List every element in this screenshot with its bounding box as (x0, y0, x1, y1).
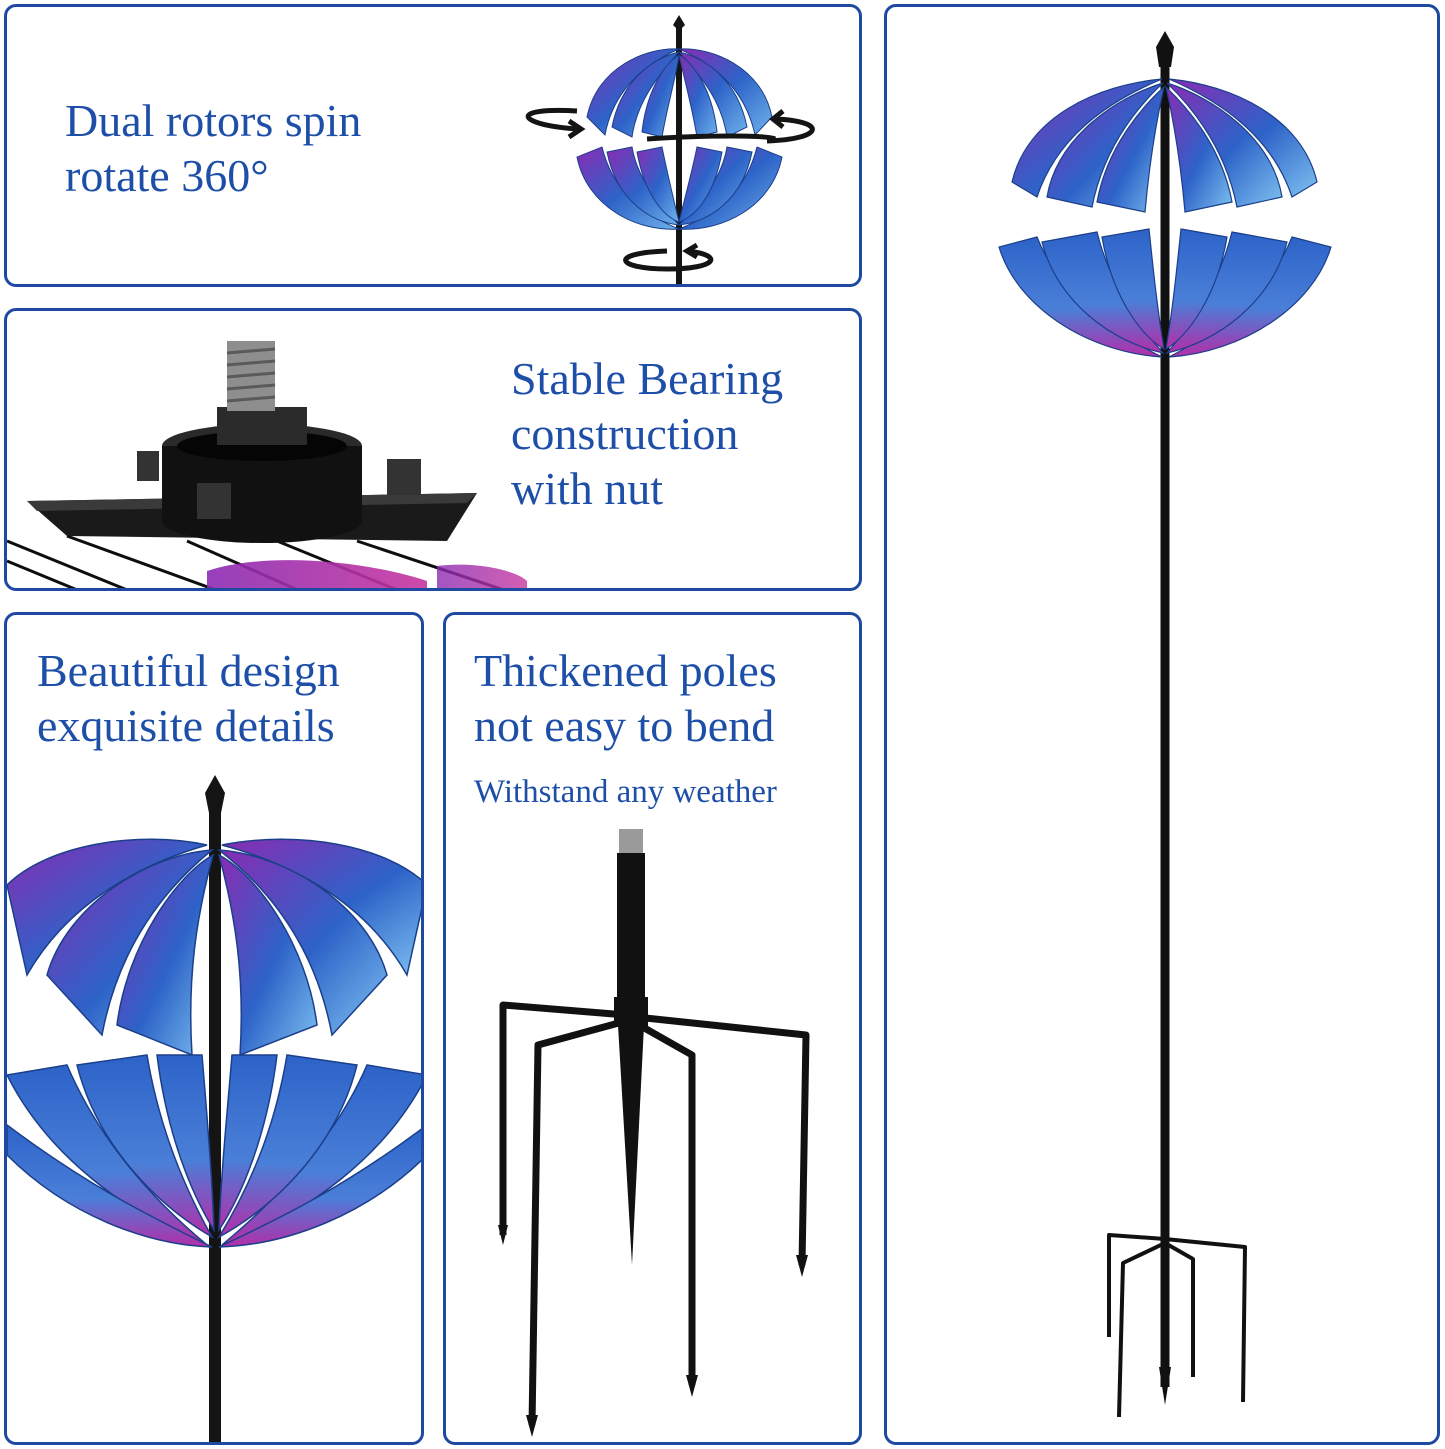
panel-thickened-poles: Thickened poles not easy to bend Withsta… (443, 612, 862, 1445)
spinner-closeup-image (7, 775, 421, 1442)
spinner-full-image (998, 31, 1332, 1418)
stake-image (498, 829, 810, 1437)
spinner-rotation-image (525, 15, 815, 284)
panel-stable-bearing: Stable Bearing construction with nut (4, 308, 862, 591)
panel-dual-rotors: Dual rotors spin rotate 360° (4, 4, 862, 287)
rotors-caption: Dual rotors spin rotate 360° (65, 93, 361, 203)
panel-beautiful-design: Beautiful design exquisite details (4, 612, 424, 1445)
bearing-caption-line3: with nut (511, 463, 664, 515)
bearing-caption-line2: construction (511, 408, 739, 460)
rotors-caption-line2: rotate 360° (65, 150, 269, 202)
poles-caption-line2: not easy to bend (474, 700, 775, 752)
bearing-caption-line1: Stable Bearing (511, 353, 784, 404)
poles-caption-line1: Thickened poles (474, 645, 777, 696)
rotors-caption-line1: Dual rotors spin (65, 95, 362, 146)
poles-caption-line3: Withstand any weather (474, 774, 777, 810)
panel-full-spinner (884, 4, 1440, 1445)
design-caption-line1: Beautiful design (37, 645, 340, 696)
design-caption: Beautiful design exquisite details (37, 643, 340, 753)
bearing-image (7, 341, 527, 588)
poles-caption: Thickened poles not easy to bend (474, 643, 777, 753)
rotation-arrow-icon (525, 107, 815, 272)
bearing-caption: Stable Bearing construction with nut (511, 351, 783, 517)
design-caption-line2: exquisite details (37, 700, 335, 752)
